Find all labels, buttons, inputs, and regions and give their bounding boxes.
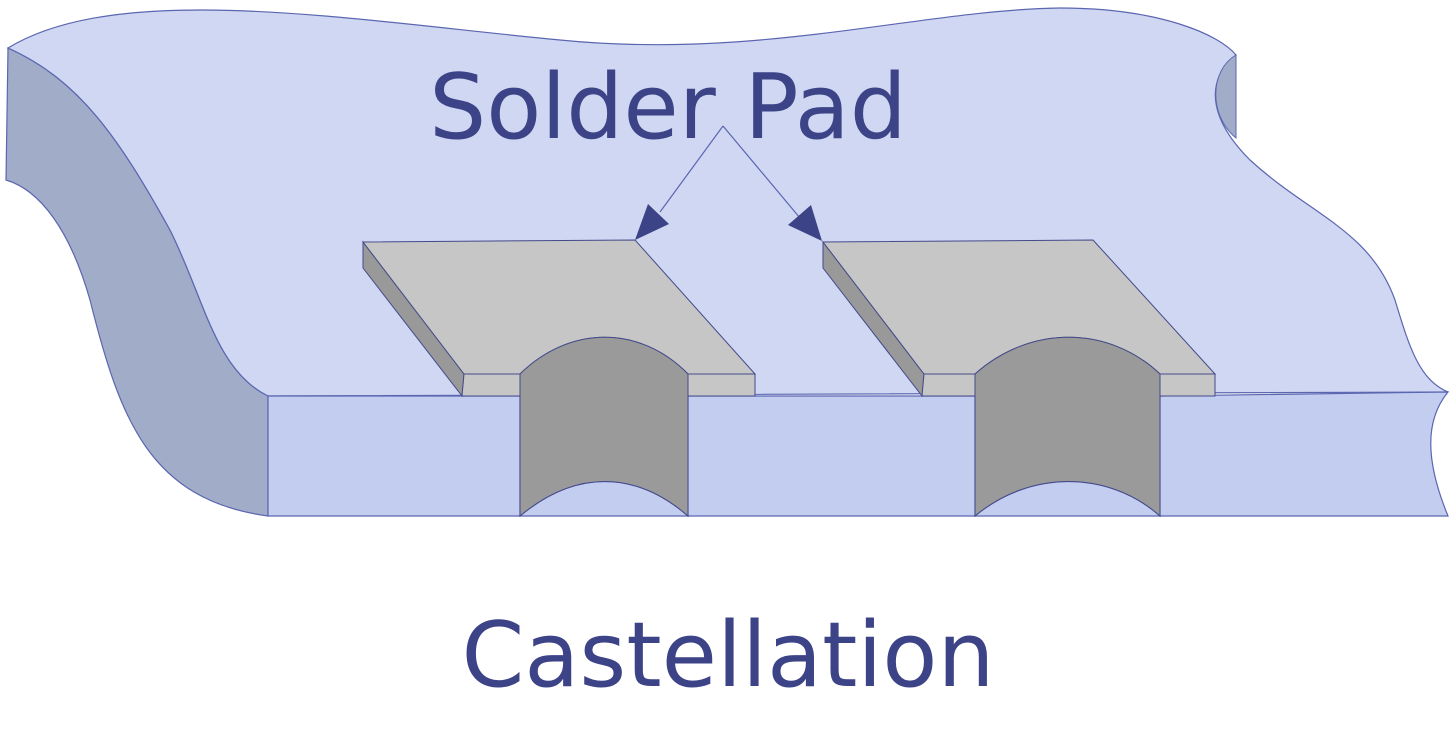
castellation-hole-2 bbox=[974, 336, 1161, 518]
board-front-face bbox=[267, 391, 1450, 517]
solder-pad-1 bbox=[361, 239, 757, 518]
arrowhead-left-icon bbox=[635, 204, 669, 240]
solder-pad-pointer bbox=[635, 125, 822, 241]
pad-2-front-left bbox=[921, 373, 976, 397]
castellation-label: Castellation bbox=[461, 603, 994, 708]
leader-line-right bbox=[722, 125, 801, 219]
pad-1-front-left bbox=[461, 373, 521, 397]
board-right-notch-face bbox=[1215, 54, 1237, 140]
castellation-hole-1 bbox=[519, 336, 689, 518]
pad-2-front-right bbox=[1159, 373, 1216, 397]
arrowhead-right-icon bbox=[788, 205, 822, 241]
pad-1-front-right bbox=[687, 373, 756, 397]
solder-pad-label: Solder Pad bbox=[429, 55, 907, 160]
solder-pad-2 bbox=[821, 239, 1217, 518]
leader-line-left bbox=[659, 125, 724, 213]
